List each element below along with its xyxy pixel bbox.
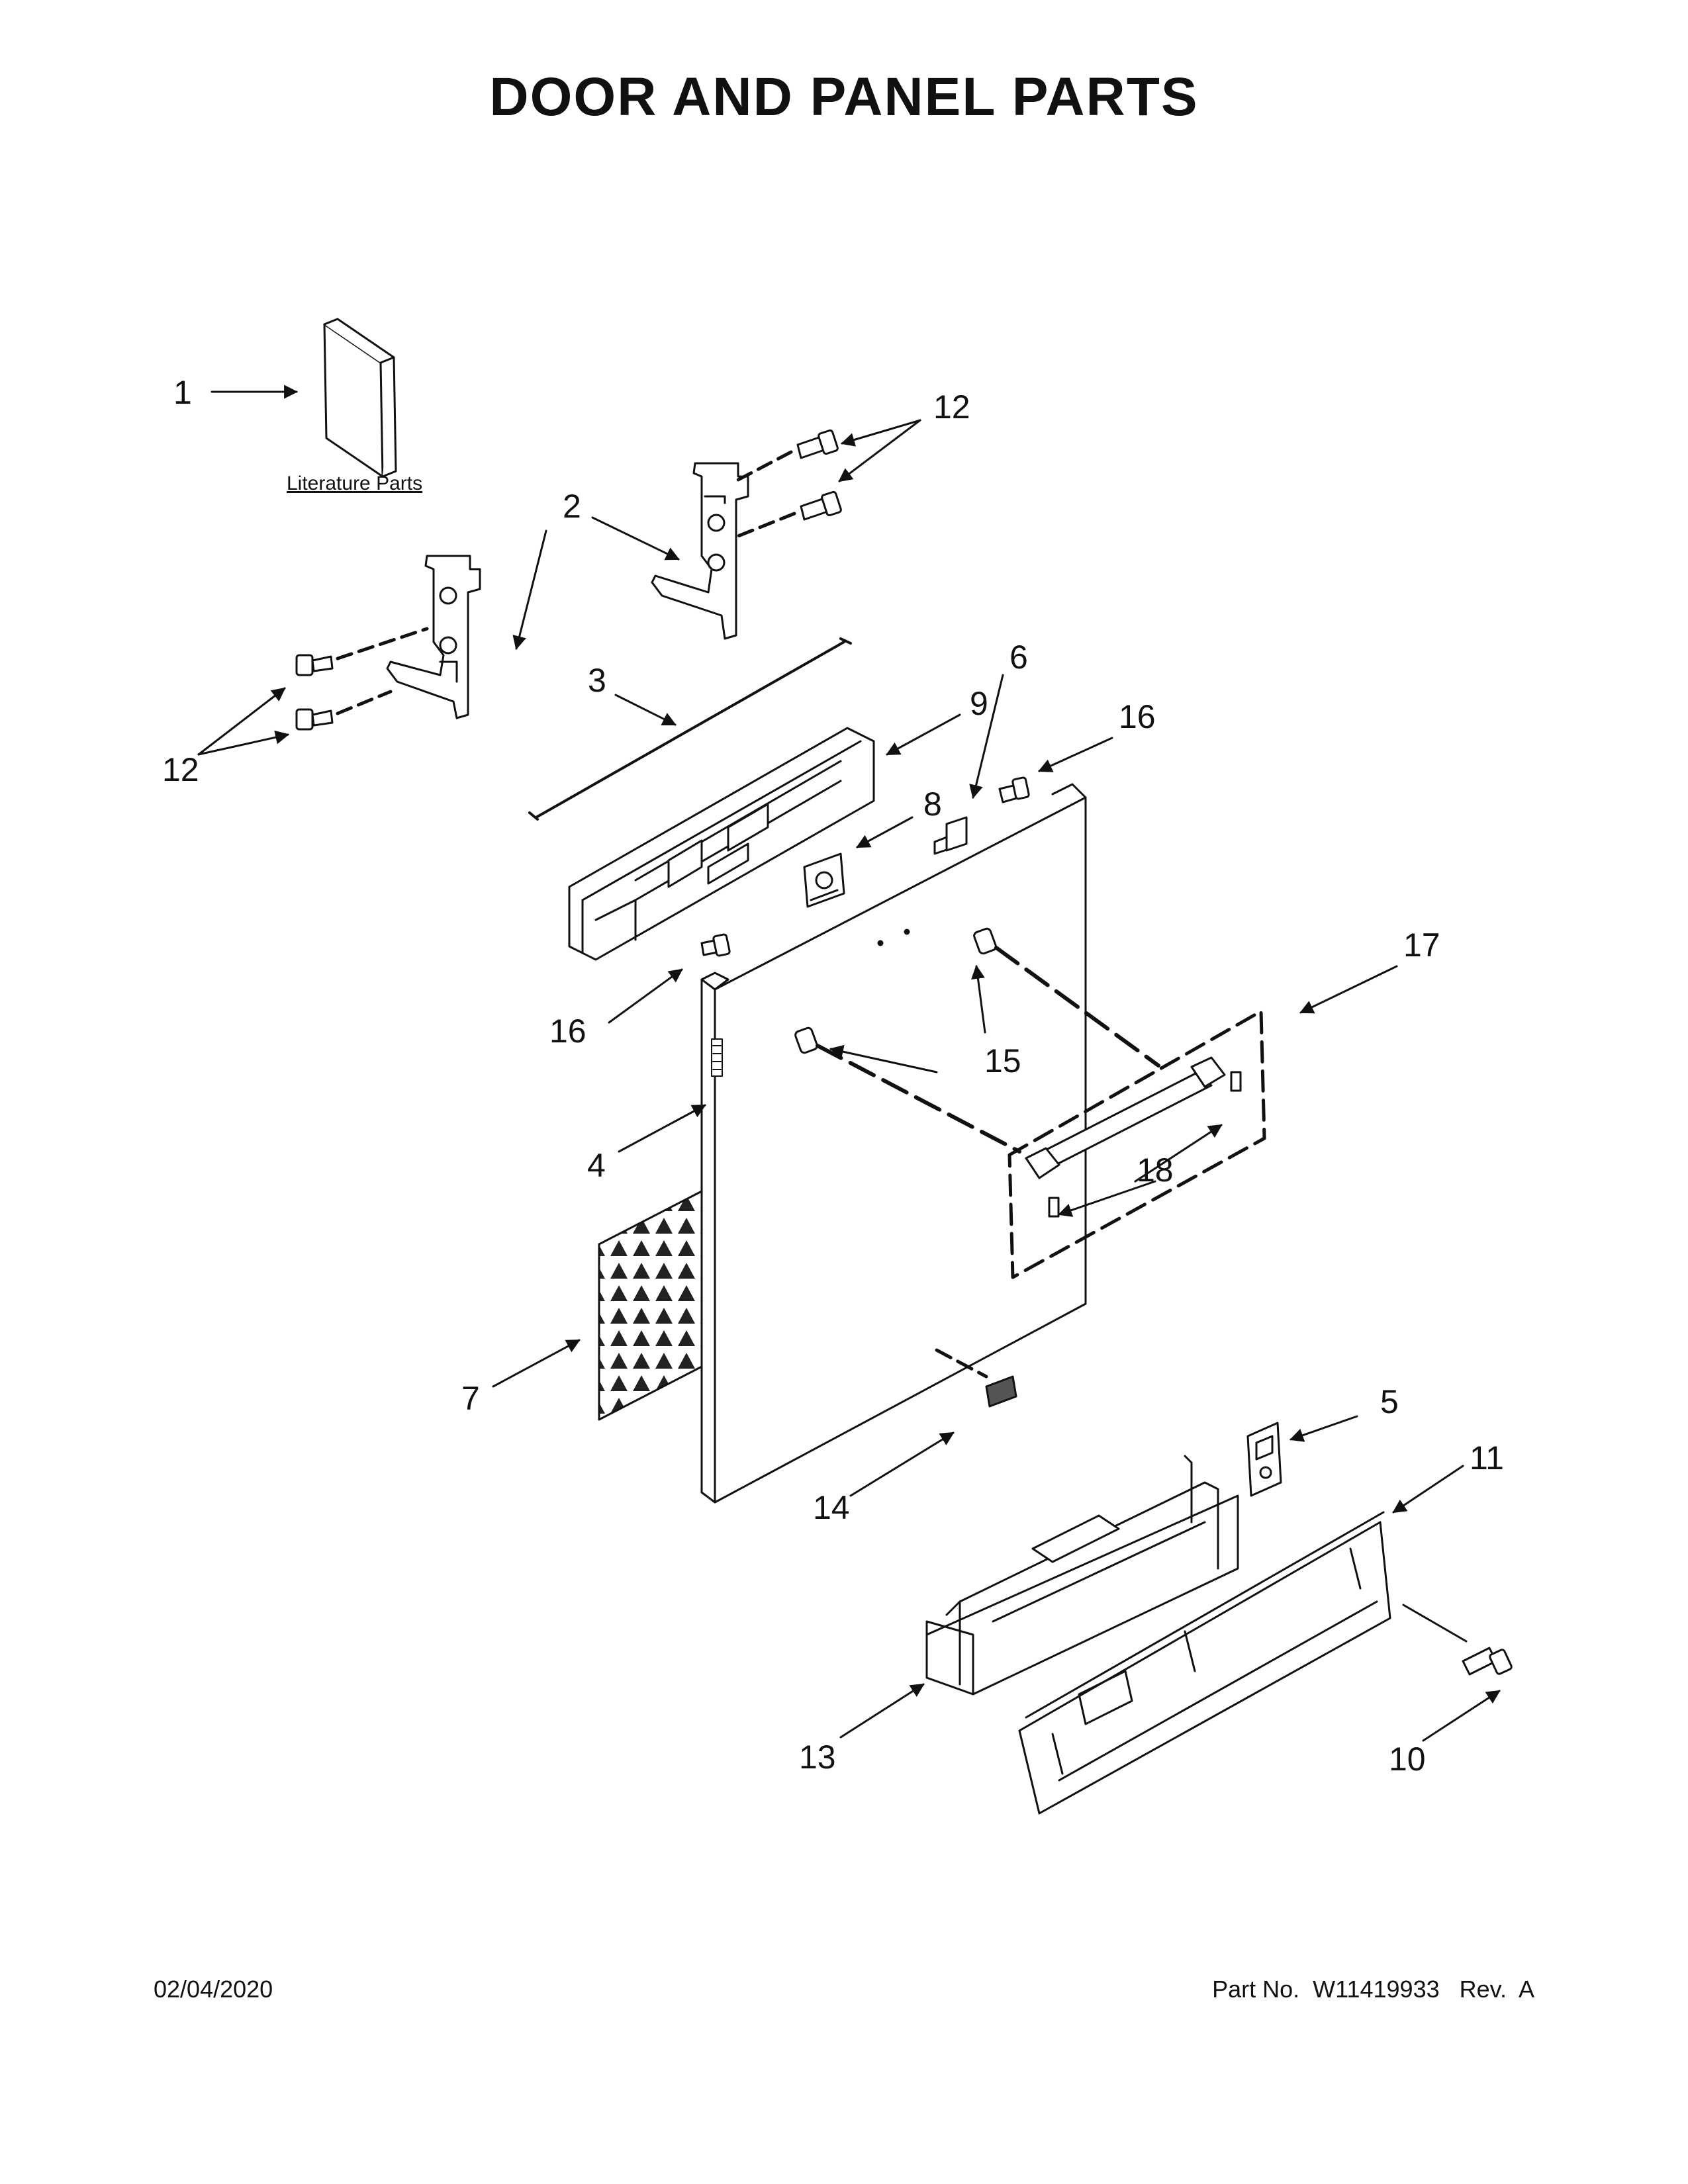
handle-assembly-box [1008, 1009, 1266, 1279]
callout-18: 18 [1137, 1152, 1174, 1189]
screw-16-upper [998, 776, 1030, 803]
screw-12-upper-b [800, 490, 842, 521]
door-latch [803, 852, 845, 908]
callout-12-lower: 12 [162, 751, 199, 788]
callout-17: 17 [1403, 927, 1440, 964]
callout-9: 9 [970, 685, 988, 722]
callout-2: 2 [563, 488, 581, 525]
callout-16-lower: 16 [549, 1013, 586, 1050]
handle-standoff-lower [794, 1026, 818, 1054]
handle-standoff-upper [973, 927, 997, 955]
callout-14: 14 [813, 1489, 850, 1526]
door-badge [935, 1348, 1017, 1408]
control-console [568, 727, 875, 961]
callout-16-upper: 16 [1119, 698, 1156, 735]
page-title: DOOR AND PANEL PARTS [489, 67, 1199, 127]
literature-booklet [323, 318, 397, 478]
literature-parts-label: Literature Parts [287, 473, 422, 494]
callout-5: 5 [1380, 1383, 1399, 1420]
door-handle [1025, 1056, 1242, 1218]
door-panel [700, 783, 1087, 1504]
screw-12-lower-b [295, 708, 334, 731]
insulation-pattern-panel [598, 1190, 703, 1421]
screw-12-upper-a [796, 429, 839, 459]
toe-panel [1018, 1511, 1391, 1815]
hinge-bracket-left [386, 555, 481, 719]
callout-6: 6 [1009, 639, 1028, 676]
screw-10 [1462, 1647, 1513, 1676]
footer-date: 02/04/2020 [154, 1976, 273, 2003]
screw-16-lower [700, 933, 731, 957]
callout-1: 1 [173, 374, 192, 411]
callout-4: 4 [587, 1147, 606, 1184]
hinge-bracket-right [651, 462, 749, 640]
callout-15: 15 [984, 1042, 1021, 1079]
screw-12-lower-a [295, 654, 334, 676]
latch-clip [933, 816, 968, 855]
footer-part-number: Part No. W11419933 Rev. A [1212, 1976, 1534, 2003]
toe-kick-block [925, 1455, 1239, 1696]
callout-3: 3 [588, 662, 606, 699]
callout-11: 11 [1470, 1439, 1504, 1477]
callout-13: 13 [799, 1739, 836, 1776]
callout-7: 7 [461, 1380, 480, 1417]
callout-12-upper: 12 [933, 388, 970, 426]
door-rod [528, 637, 852, 821]
callout-8: 8 [923, 786, 942, 823]
callout-10: 10 [1389, 1741, 1426, 1778]
toe-panel-clip [1246, 1422, 1282, 1497]
